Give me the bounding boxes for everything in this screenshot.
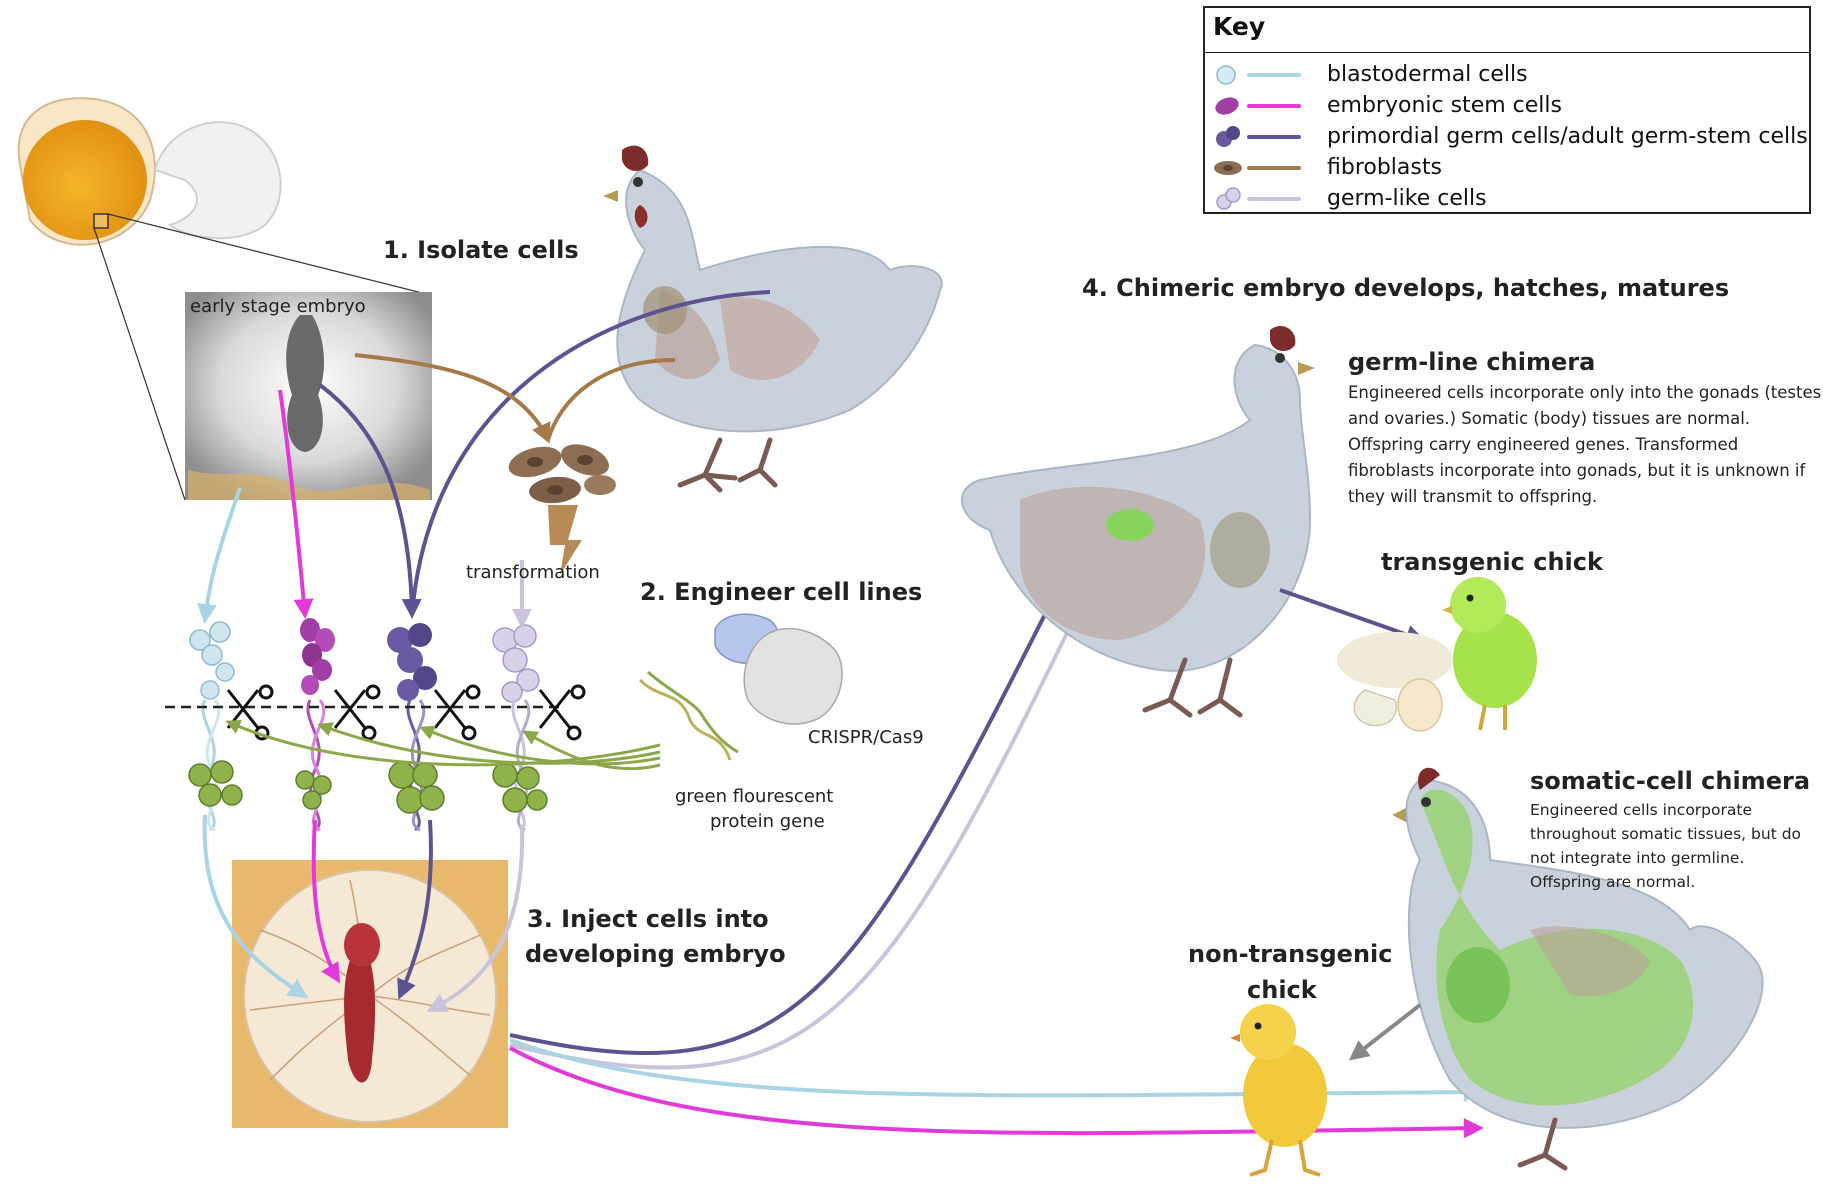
fibroblast-icon bbox=[1213, 155, 1243, 181]
non-transgenic-chick-icon bbox=[1230, 1004, 1327, 1175]
legend-line-germ bbox=[1247, 135, 1301, 139]
legend-box: Key blastodermal cells embryonic stem ce… bbox=[1203, 6, 1811, 214]
legend-label-germ: primordial germ cells/adult germ-stem ce… bbox=[1327, 124, 1808, 149]
germline-chimera-hen-icon bbox=[962, 326, 1315, 715]
embryonic-stem-cell-icon bbox=[1213, 93, 1243, 119]
germline-chimera-title: germ-line chimera bbox=[1348, 348, 1595, 376]
developing-embryo-image bbox=[232, 860, 508, 1128]
legend-divider bbox=[1205, 52, 1809, 53]
legend-title: Key bbox=[1213, 12, 1265, 41]
legend-label-fibroblast: fibroblasts bbox=[1327, 155, 1442, 180]
early-embryo-image bbox=[185, 292, 432, 500]
transformation-label: transformation bbox=[466, 562, 600, 583]
germ-like-cells-column bbox=[493, 625, 539, 702]
non-transgenic-label-line1: non-transgenic bbox=[1188, 940, 1393, 968]
legend-label-embryonic: embryonic stem cells bbox=[1327, 93, 1562, 118]
transgenic-chick-icon bbox=[1337, 577, 1537, 731]
gfp-label-line2: protein gene bbox=[710, 811, 825, 832]
gfp-label-line1: green flourescent bbox=[675, 786, 833, 807]
embryonic-stem-cells-column bbox=[300, 618, 335, 695]
germ-cells-column bbox=[387, 623, 437, 701]
transgenic-chick-label: transgenic chick bbox=[1381, 548, 1603, 576]
step-4-heading: 4. Chimeric embryo develops, hatches, ma… bbox=[1082, 274, 1729, 302]
blastodermal-cell-icon bbox=[1213, 62, 1243, 88]
legend-line-fibroblast bbox=[1247, 166, 1301, 170]
hen-source-icon bbox=[603, 146, 942, 490]
somatic-chimera-description: Engineered cells incorporate throughout … bbox=[1530, 798, 1820, 894]
legend-line-germlike bbox=[1247, 197, 1301, 201]
legend-label-germlike: germ-like cells bbox=[1327, 186, 1487, 211]
fibroblast-cluster-icon bbox=[505, 438, 616, 505]
legend-line-blastodermal bbox=[1247, 73, 1301, 77]
step-1-heading: 1. Isolate cells bbox=[383, 236, 579, 264]
step-2-heading: 2. Engineer cell lines bbox=[640, 578, 922, 606]
early-embryo-label: early stage embryo bbox=[190, 296, 366, 317]
engineered-green-cells bbox=[189, 761, 547, 813]
legend-line-embryonic bbox=[1247, 104, 1301, 108]
blastodermal-cells-column bbox=[190, 622, 234, 699]
germline-chimera-description: Engineered cells incorporate only into t… bbox=[1348, 380, 1823, 510]
somatic-chimera-title: somatic-cell chimera bbox=[1530, 767, 1810, 795]
legend-label-blastodermal: blastodermal cells bbox=[1327, 62, 1528, 87]
germ-like-cell-icon bbox=[1213, 186, 1243, 212]
non-transgenic-label-line2: chick bbox=[1247, 976, 1317, 1004]
crispr-label: CRISPR/Cas9 bbox=[808, 727, 924, 748]
step-3-heading-line2: developing embryo bbox=[525, 940, 786, 968]
crispr-cas9-icon bbox=[715, 614, 842, 724]
germ-cell-icon bbox=[1213, 124, 1243, 150]
step-3-heading-line1: 3. Inject cells into bbox=[527, 905, 769, 933]
